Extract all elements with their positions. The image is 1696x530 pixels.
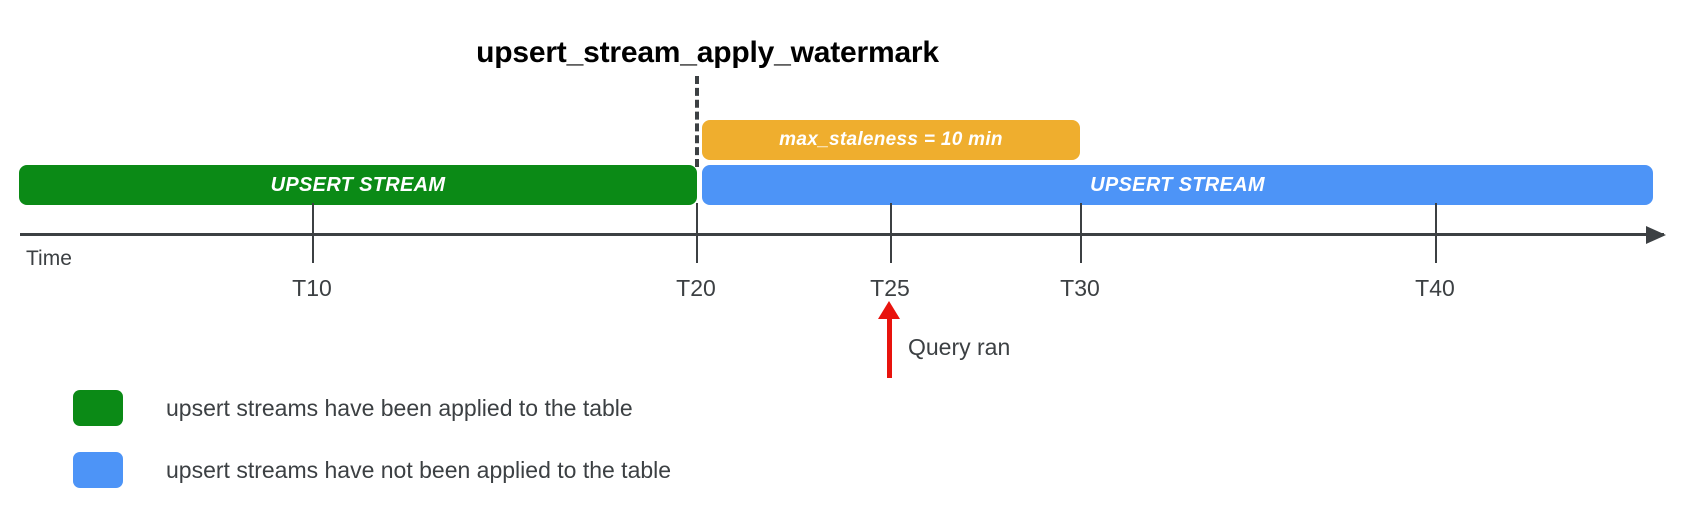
legend-item-not-applied: upsert streams have not been applied to … (73, 452, 671, 488)
max-staleness-label: max_staleness = 10 min (779, 129, 1003, 150)
time-axis-arrow-icon (1646, 226, 1666, 244)
tick-label-t40: T40 (1415, 275, 1455, 301)
diagram-title: upsert_stream_apply_watermark (476, 36, 939, 69)
tick-label-t20: T20 (676, 275, 716, 301)
upsert-stream-not-applied-label: UPSERT STREAM (1090, 173, 1265, 196)
query-ran-arrow-shaft (887, 315, 892, 378)
tick-mark-t40 (1435, 203, 1437, 263)
upsert-stream-not-applied-bar: UPSERT STREAM (702, 165, 1653, 205)
query-ran-label: Query ran (908, 334, 1011, 360)
tick-label-t25: T25 (870, 275, 910, 301)
watermark-dashed-line (695, 76, 699, 167)
query-ran-arrow-icon (878, 301, 900, 319)
legend-label-not-applied: upsert streams have not been applied to … (166, 456, 672, 483)
tick-mark-t20 (696, 203, 698, 263)
upsert-stream-applied-label: UPSERT STREAM (270, 173, 446, 196)
tick-mark-t25 (890, 203, 892, 263)
legend-label-applied: upsert streams have been applied to the … (166, 394, 633, 421)
tick-mark-t10 (312, 203, 314, 263)
max-staleness-bar: max_staleness = 10 min (702, 120, 1080, 160)
tick-label-t30: T30 (1060, 275, 1100, 301)
time-axis-label: Time (26, 247, 72, 270)
time-axis-line (20, 233, 1664, 236)
legend-item-applied: upsert streams have been applied to the … (73, 390, 633, 426)
legend-swatch-blue (73, 452, 123, 488)
upsert-stream-applied-bar: UPSERT STREAM (19, 165, 697, 205)
legend-swatch-green (73, 390, 123, 426)
tick-label-t10: T10 (292, 275, 332, 301)
tick-mark-t30 (1080, 203, 1082, 263)
